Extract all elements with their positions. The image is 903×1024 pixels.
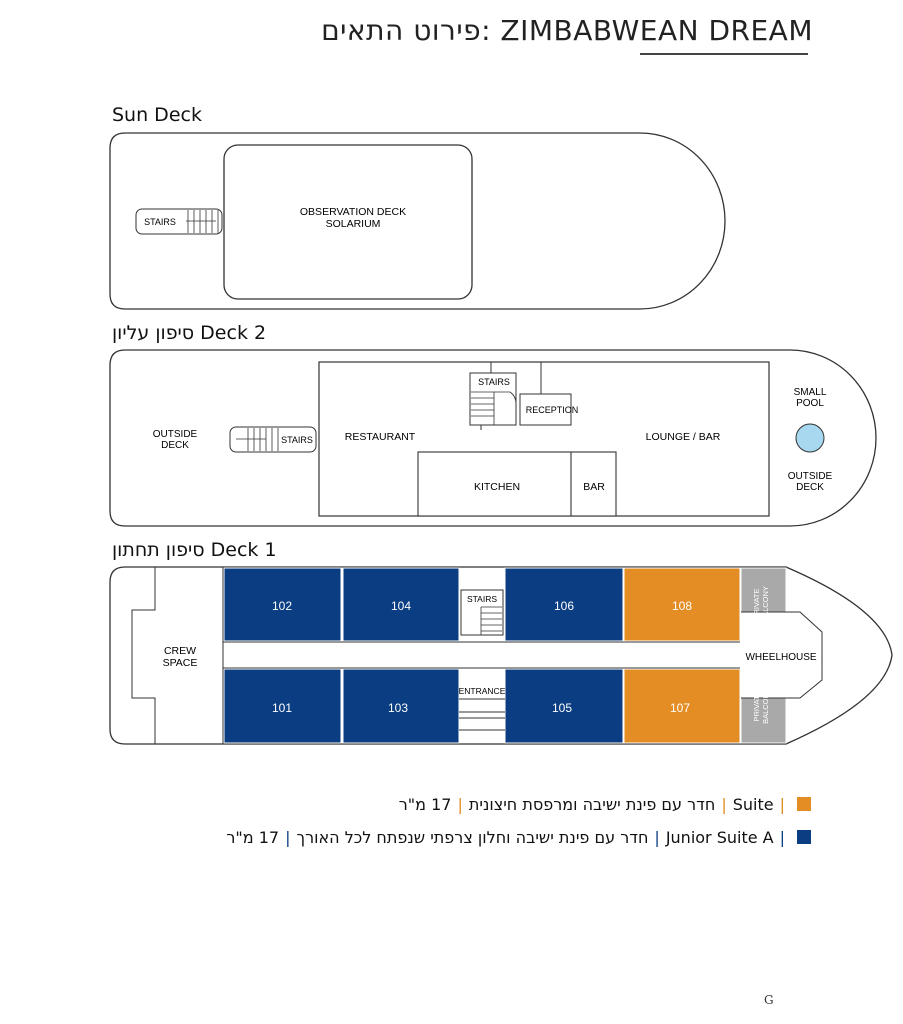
sun-stairs [135, 208, 223, 235]
cabin-105-label: 105 [552, 701, 572, 715]
deck2-plan: OUTSIDE DECK STAIRS RESTAURANT STAIRS RE… [109, 349, 877, 527]
junior-swatch [797, 830, 811, 844]
reception-area [519, 393, 572, 426]
suite-desc: חדר עם פינת ישיבה ומרפסת חיצונית [468, 795, 716, 814]
cabin-105[interactable] [504, 668, 624, 744]
cabin-102[interactable] [223, 567, 342, 642]
small-pool-line2: POOL [796, 398, 824, 409]
crew-space-line2: SPACE [163, 657, 198, 669]
outside-deck-right-line2: DECK [796, 482, 824, 493]
suite-size: 17 מ"ר [398, 795, 452, 814]
kitchen-area [417, 451, 617, 517]
pool-icon [795, 423, 825, 453]
junior-size: 17 מ"ר [226, 828, 280, 847]
cabin-103[interactable] [342, 668, 460, 744]
cabin-101[interactable] [223, 668, 342, 744]
cabin-104-label: 104 [391, 599, 411, 613]
cabin-107-label: 107 [670, 701, 690, 715]
deck2-left-stairs-label: STAIRS [281, 435, 313, 445]
mid-stairs-label: STAIRS [478, 377, 510, 387]
outside-deck-left-line2: DECK [161, 440, 189, 451]
sun-deck-plan: STAIRS OBSERVATION DECK SOLARIUM [109, 132, 726, 310]
suite-swatch [797, 797, 811, 811]
cabin-102-label: 102 [272, 599, 292, 613]
deck1-stairs-label: STAIRS [467, 594, 497, 604]
restaurant-label: RESTAURANT [345, 431, 416, 443]
page-mark: G [764, 993, 774, 1007]
title-underline [640, 53, 808, 55]
cabin-108[interactable] [623, 567, 741, 642]
lounge-label: LOUNGE / BAR [646, 431, 721, 443]
legend-suite: |Suite|חדר עם פינת ישיבה ומרפסת חיצונית|… [399, 795, 811, 814]
balcony-bottom-line1: PRIVATE [752, 691, 761, 722]
junior-desc: חדר עם פינת ישיבה וחלון צרפתי שנפתח לכל … [296, 828, 649, 847]
deck2-label: סיפון עליון Deck 2 [112, 322, 267, 344]
balcony-top-line1: PRIVATE [752, 589, 761, 620]
wheelhouse-area [741, 611, 823, 699]
deck1-plan: CREW SPACE 102 104 106 108 101 103 105 1… [109, 566, 893, 745]
deck1-stairs [460, 589, 504, 636]
observation-deck-area [223, 144, 473, 300]
deck1-label: סיפון תחתון Deck 1 [112, 539, 277, 561]
balcony-top-line2: BALCONY [761, 586, 770, 622]
cabin-107[interactable] [623, 668, 741, 744]
crew-space-line1: CREW [164, 645, 196, 657]
sun-deck-label: Sun Deck [112, 104, 202, 126]
entrance-label: ENTRANCE [459, 686, 506, 696]
outside-deck-right-line1: OUTSIDE [788, 471, 833, 482]
small-pool-line1: SMALL [794, 387, 827, 398]
cabin-106-label: 106 [554, 599, 574, 613]
cabin-106[interactable] [504, 567, 624, 642]
observation-deck-label: OBSERVATION DECK [300, 206, 406, 218]
suite-name: Suite [732, 795, 774, 814]
cabin-104[interactable] [342, 567, 460, 642]
cabin-101-label: 101 [272, 701, 292, 715]
solarium-label: SOLARIUM [326, 218, 381, 230]
legend-junior: |Junior Suite A|חדר עם פינת ישיבה וחלון … [226, 828, 811, 847]
cabin-108-label: 108 [672, 599, 692, 613]
bar-label: BAR [583, 481, 605, 493]
wheelhouse-label: WHEELHOUSE [745, 652, 816, 663]
cabin-103-label: 103 [388, 701, 408, 715]
outside-deck-left-line1: OUTSIDE [153, 429, 198, 440]
junior-name: Junior Suite A [665, 828, 774, 847]
kitchen-label: KITCHEN [474, 481, 520, 493]
reception-label: RECEPTION [526, 405, 579, 415]
balcony-bottom-line2: BALCONY [761, 688, 770, 724]
sun-stairs-label: STAIRS [144, 217, 176, 227]
deck2-left-stairs [229, 426, 317, 453]
page-title: פירוט התאים: ZIMBABWEAN DREAM [321, 14, 813, 47]
